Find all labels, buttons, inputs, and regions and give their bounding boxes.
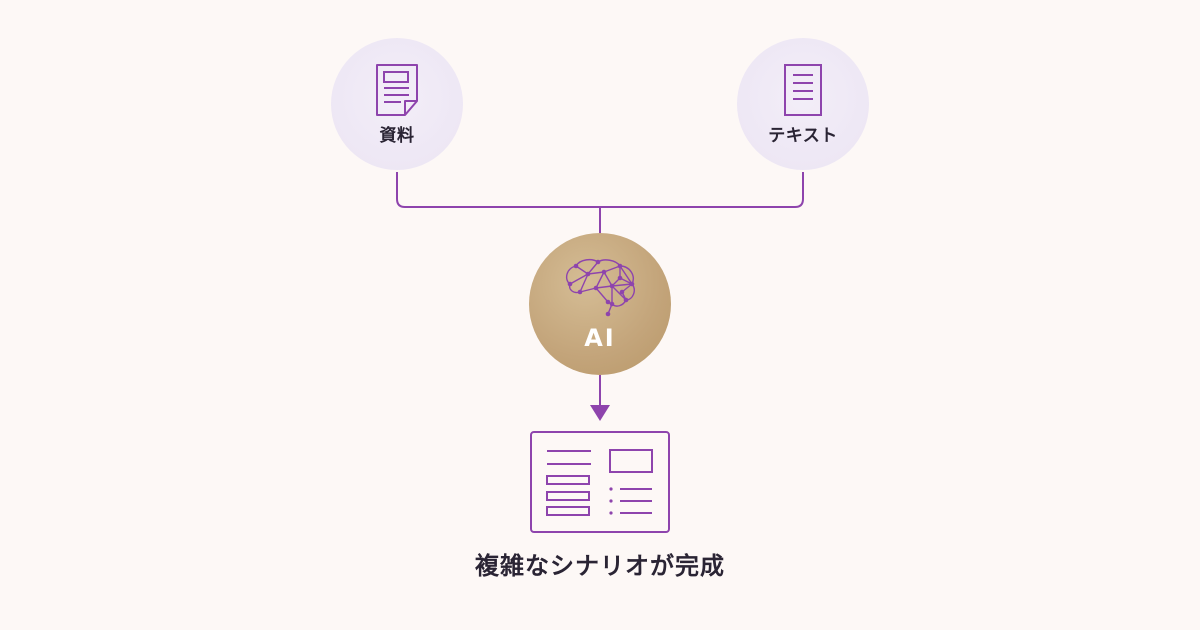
text-list-icon — [784, 63, 822, 116]
input-node-document: 資料 — [331, 38, 463, 170]
document-icon — [376, 63, 418, 116]
bullet-dots — [609, 487, 613, 515]
scenario-layout-icon — [530, 431, 670, 533]
output-label: 複雑なシナリオが完成 — [475, 552, 725, 580]
connector-left — [396, 172, 600, 208]
arrowhead-icon — [590, 405, 610, 421]
ai-node: AI — [529, 233, 671, 375]
input-node-text: テキスト — [737, 38, 869, 170]
connector-right — [600, 172, 804, 208]
input-label-document: 資料 — [379, 125, 415, 146]
brain-network-icon — [565, 258, 635, 317]
ai-label: AI — [584, 324, 616, 352]
input-label-text: テキスト — [768, 125, 838, 146]
